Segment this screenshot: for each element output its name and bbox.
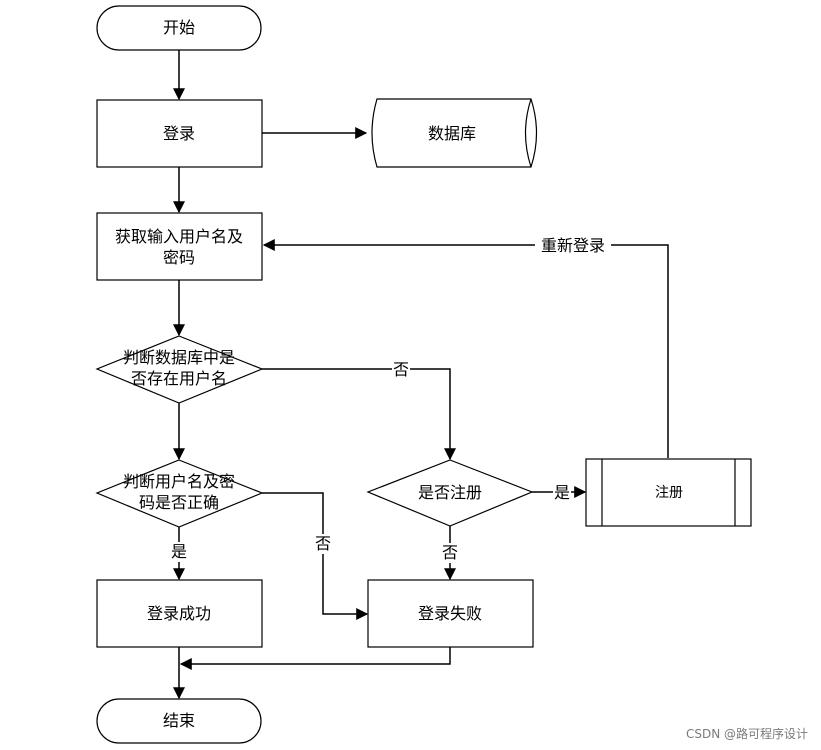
node-register: 注册	[585, 458, 752, 527]
node-is-register: 是否注册	[366, 459, 534, 527]
node-end: 结束	[96, 698, 262, 744]
node-check-password: 判断用户名及密 码是否正确	[95, 459, 264, 528]
node-login-label: 登录	[163, 124, 195, 143]
node-database-label: 数据库	[428, 124, 476, 143]
node-login-fail-label: 登录失败	[418, 604, 482, 623]
node-login-success-label: 登录成功	[147, 604, 211, 623]
edge-fail-merge	[179, 647, 451, 670]
node-check-password-label-2: 码是否正确	[139, 493, 219, 512]
edge-label-relogin: 重新登录	[541, 236, 605, 255]
edge-label-reg-no: 否	[442, 543, 458, 562]
node-check-password-label-1: 判断用户名及密	[123, 472, 235, 491]
edge-checkuser-isregister	[262, 368, 456, 461]
node-start: 开始	[96, 5, 262, 51]
node-start-label: 开始	[163, 18, 195, 37]
edge-register-relogin	[262, 239, 669, 458]
node-get-input-label-2: 密码	[163, 248, 195, 267]
watermark: CSDN @路可程序设计	[686, 726, 808, 741]
node-register-label: 注册	[655, 485, 683, 501]
node-login-success: 登录成功	[96, 579, 263, 648]
node-is-register-label: 是否注册	[418, 483, 482, 502]
node-check-user-label-1: 判断数据库中是	[123, 348, 235, 367]
node-get-input-label-1: 获取输入用户名及	[115, 227, 243, 246]
node-get-input: 获取输入用户名及 密码	[96, 212, 263, 281]
edge-label-pw-yes: 是	[171, 542, 187, 561]
node-login: 登录	[96, 99, 263, 168]
node-database: 数据库	[371, 98, 538, 168]
edge-label-reg-yes: 是	[554, 483, 570, 502]
node-login-fail: 登录失败	[367, 579, 534, 648]
node-end-label: 结束	[163, 711, 195, 730]
node-check-user: 判断数据库中是 否存在用户名	[95, 335, 264, 404]
edge-labels: 重新登录 否 否 是 是 否	[170, 236, 611, 563]
edge-label-pw-no: 否	[315, 534, 331, 553]
node-check-user-label-2: 否存在用户名	[131, 369, 227, 388]
edge-label-no-user: 否	[393, 360, 409, 379]
connectors	[173, 50, 669, 700]
